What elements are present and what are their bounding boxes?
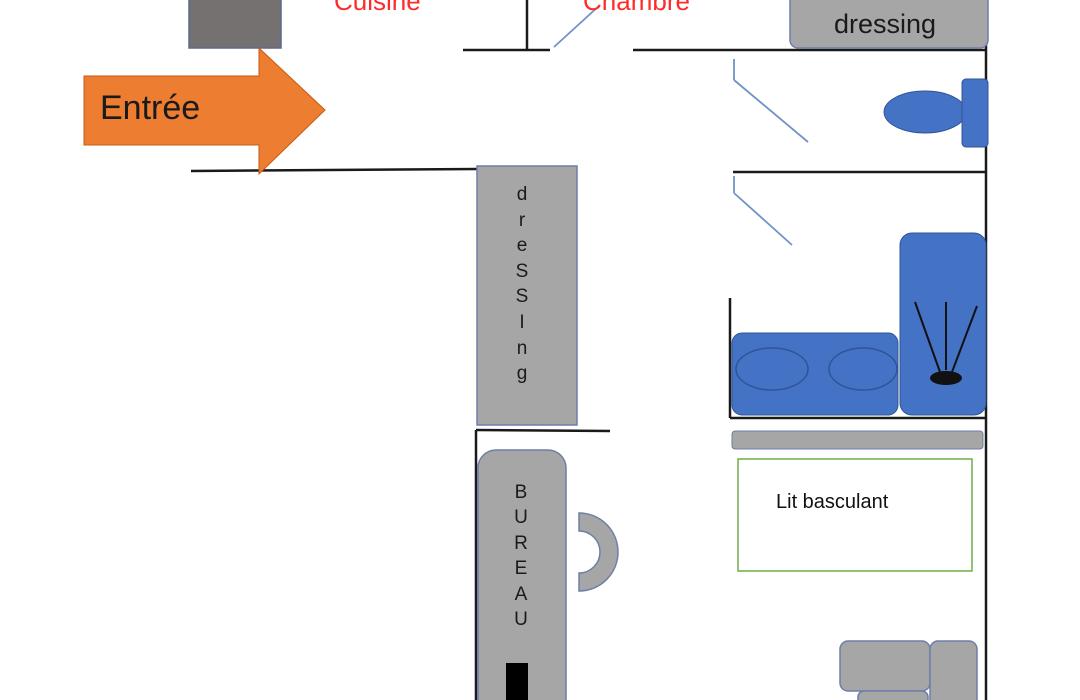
dressing-letter: g [516, 363, 528, 385]
dressing-letter: r [518, 209, 526, 231]
toilet-tank [961, 78, 989, 148]
bureau-label: B U R E A U [511, 480, 531, 632]
wall-shelf [731, 430, 984, 450]
door-swing-chambre [553, 4, 601, 48]
dressing-letter: e [516, 235, 528, 257]
walls [190, 0, 988, 700]
bureau-letter: B [514, 482, 528, 503]
dressing-letter: S [515, 286, 529, 308]
shower-tray [899, 232, 987, 416]
dressing-letter: n [516, 337, 528, 359]
sofa-bottom [857, 690, 929, 700]
sofa-arm [929, 640, 978, 700]
dressing-letter: S [515, 260, 529, 282]
bureau-letter: U [514, 609, 528, 631]
room-label-cuisine: Cuisine [334, 0, 421, 16]
double-sink [731, 332, 899, 416]
toilet-bowl [883, 90, 967, 134]
shower-spray-lines [914, 301, 978, 373]
folding-bed [737, 458, 973, 572]
desk-chair [578, 512, 619, 592]
dressing-top-cabinet [789, 0, 989, 49]
door-swing-wc [733, 79, 809, 143]
sofa-seat [839, 640, 931, 692]
desk-black-item [506, 663, 528, 700]
room-label-chambre: Chambre [583, 0, 690, 16]
sink-basin-right [828, 347, 898, 391]
bureau-letter: E [514, 558, 528, 580]
entrance-label: Entrée [100, 89, 201, 127]
kitchen-block [188, 0, 282, 49]
bureau-letter: R [514, 532, 528, 554]
bureau-letter: A [514, 583, 528, 605]
dressing-vertical-cabinet [476, 165, 578, 426]
shower-drain [930, 371, 962, 385]
entrance-arrow [83, 46, 326, 176]
sink-basin-left [735, 347, 809, 391]
desk [477, 449, 567, 700]
dressing-letter: d [516, 184, 528, 205]
wall-office [475, 428, 611, 433]
door-swing-bath [733, 192, 793, 246]
door-swings [553, 4, 809, 246]
dressing-vertical-label: d r e S S I n g [512, 182, 532, 387]
dressing-top-label: dressing [834, 9, 937, 39]
bureau-letter: U [514, 507, 528, 529]
dressing-letter: I [519, 311, 525, 333]
wall-entry [190, 167, 479, 173]
folding-bed-label: Lit basculant [776, 491, 889, 513]
